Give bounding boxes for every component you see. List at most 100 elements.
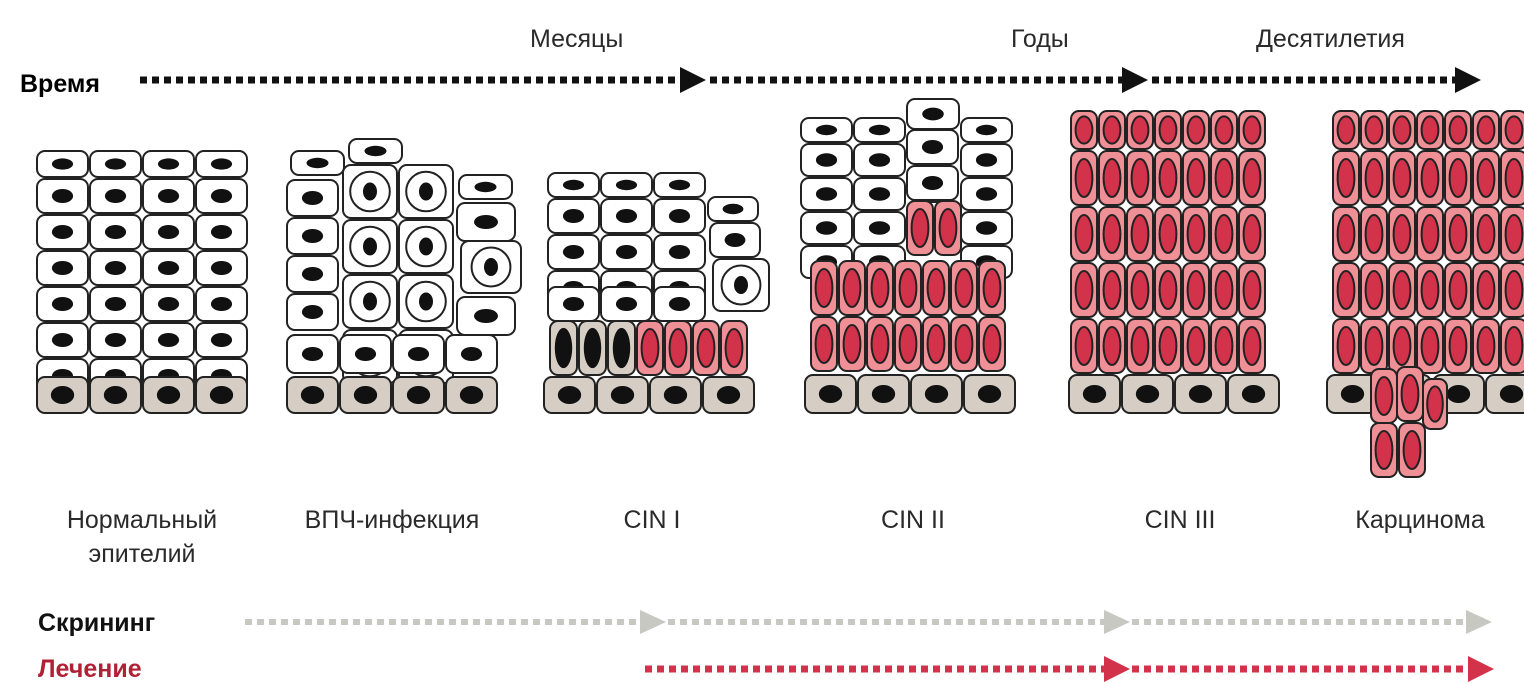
dysplastic-nucleus <box>1420 269 1440 311</box>
dysplastic-nucleus <box>870 323 890 365</box>
treatment-arrowhead <box>1104 656 1130 682</box>
dysplastic-nucleus <box>1158 213 1178 255</box>
dysplastic-nucleus <box>1186 115 1206 145</box>
cell-nucleus <box>975 187 998 201</box>
dysplastic-nucleus <box>1504 115 1524 145</box>
dysplastic-nucleus <box>938 207 958 249</box>
cell-nucleus <box>353 386 378 404</box>
cell-nucleus <box>104 189 127 203</box>
dysplastic-nucleus <box>1476 213 1496 255</box>
cell-nucleus <box>474 181 497 193</box>
dysplastic-nucleus <box>1336 325 1356 367</box>
cell-nucleus <box>922 107 944 121</box>
epithelium-stages <box>36 98 1524 478</box>
cell-nucleus <box>157 333 180 347</box>
cell-nucleus <box>1446 385 1471 403</box>
period-months-label: Месяцы <box>530 25 624 53</box>
cell-nucleus <box>868 124 891 136</box>
dysplastic-nucleus <box>1074 325 1094 367</box>
cell-nucleus <box>407 347 430 361</box>
cell-nucleus <box>157 297 180 311</box>
dysplastic-nucleus <box>1392 325 1412 367</box>
time-label: Время <box>20 70 100 98</box>
dysplastic-nucleus <box>910 207 930 249</box>
dysplastic-nucleus <box>1214 325 1234 367</box>
cell-nucleus <box>157 261 180 275</box>
cell-nucleus <box>363 237 377 256</box>
cell-nucleus <box>210 158 233 170</box>
dysplastic-nucleus <box>1420 213 1440 255</box>
dysplastic-nucleus <box>1242 157 1262 199</box>
dysplastic-nucleus <box>1448 269 1468 311</box>
dysplastic-nucleus <box>1504 157 1524 199</box>
dysplastic-nucleus <box>1242 115 1262 145</box>
cell-nucleus <box>921 140 944 154</box>
dysplastic-nucleus <box>1336 269 1356 311</box>
stage-label-cin3: CIN III <box>1144 506 1216 534</box>
cell-nucleus <box>419 237 433 256</box>
dysplastic-nucleus <box>898 323 918 365</box>
cell-nucleus <box>419 292 433 311</box>
dysplastic-nucleus <box>1426 385 1444 423</box>
dysplastic-nucleus <box>1130 115 1150 145</box>
cell-nucleus <box>51 189 74 203</box>
cell-nucleus <box>459 386 484 404</box>
treatment-arrowhead <box>1468 656 1494 682</box>
dysplastic-nucleus <box>1420 115 1440 145</box>
cell-nucleus <box>210 261 233 275</box>
cell-nucleus <box>364 145 387 157</box>
cell-nucleus <box>977 385 1002 403</box>
dysplastic-nucleus <box>1364 325 1384 367</box>
dysplastic-nucleus <box>1214 213 1234 255</box>
cell-nucleus <box>1188 385 1213 403</box>
cell-nucleus <box>975 124 998 136</box>
cell-nucleus <box>562 179 585 191</box>
dysplastic-nucleus <box>1102 213 1122 255</box>
cell-nucleus <box>868 153 891 167</box>
dysplastic-nucleus <box>1448 213 1468 255</box>
cell-nucleus <box>612 327 631 369</box>
dysplastic-nucleus <box>1158 157 1178 199</box>
screening-arrowhead <box>640 610 666 634</box>
dysplastic-nucleus <box>982 323 1002 365</box>
dysplastic-nucleus <box>668 327 688 369</box>
cell-nucleus <box>615 245 638 259</box>
cell-nucleus <box>815 187 838 201</box>
cell-nucleus <box>668 179 691 191</box>
cell-nucleus <box>460 347 483 361</box>
cell-nucleus <box>1241 385 1266 403</box>
dysplastic-nucleus <box>1364 269 1384 311</box>
dysplastic-nucleus <box>1102 269 1122 311</box>
stage-label-carcinoma: Карцинома <box>1355 506 1485 534</box>
cell-nucleus <box>583 327 602 369</box>
cell-nucleus <box>51 333 74 347</box>
cell-nucleus <box>484 258 498 276</box>
timeline-arrows <box>140 67 1494 682</box>
period-years-label: Годы <box>1011 25 1069 53</box>
dysplastic-nucleus <box>870 267 890 309</box>
stage-label-cin2: CIN II <box>881 506 945 534</box>
dysplastic-nucleus <box>1504 269 1524 311</box>
cell-nucleus <box>301 305 324 319</box>
dysplastic-nucleus <box>1374 429 1394 471</box>
cell-nucleus <box>209 386 234 404</box>
dysplastic-nucleus <box>1392 115 1412 145</box>
cell-nucleus <box>104 261 127 275</box>
cell-nucleus <box>363 292 377 311</box>
screening-arrowhead <box>1104 610 1130 634</box>
dysplastic-nucleus <box>1158 269 1178 311</box>
dysplastic-nucleus <box>1448 325 1468 367</box>
cell-nucleus <box>51 158 74 170</box>
cell-nucleus <box>301 229 324 243</box>
dysplastic-nucleus <box>1214 157 1234 199</box>
cell-nucleus <box>104 297 127 311</box>
time-arrowhead <box>680 67 706 93</box>
cell-nucleus <box>210 333 233 347</box>
cell-nucleus <box>50 386 75 404</box>
dysplastic-nucleus <box>1374 375 1394 417</box>
cell-nucleus <box>615 297 638 311</box>
dysplastic-nucleus <box>1364 157 1384 199</box>
dysplastic-nucleus <box>696 327 716 369</box>
cell-nucleus <box>157 225 180 239</box>
